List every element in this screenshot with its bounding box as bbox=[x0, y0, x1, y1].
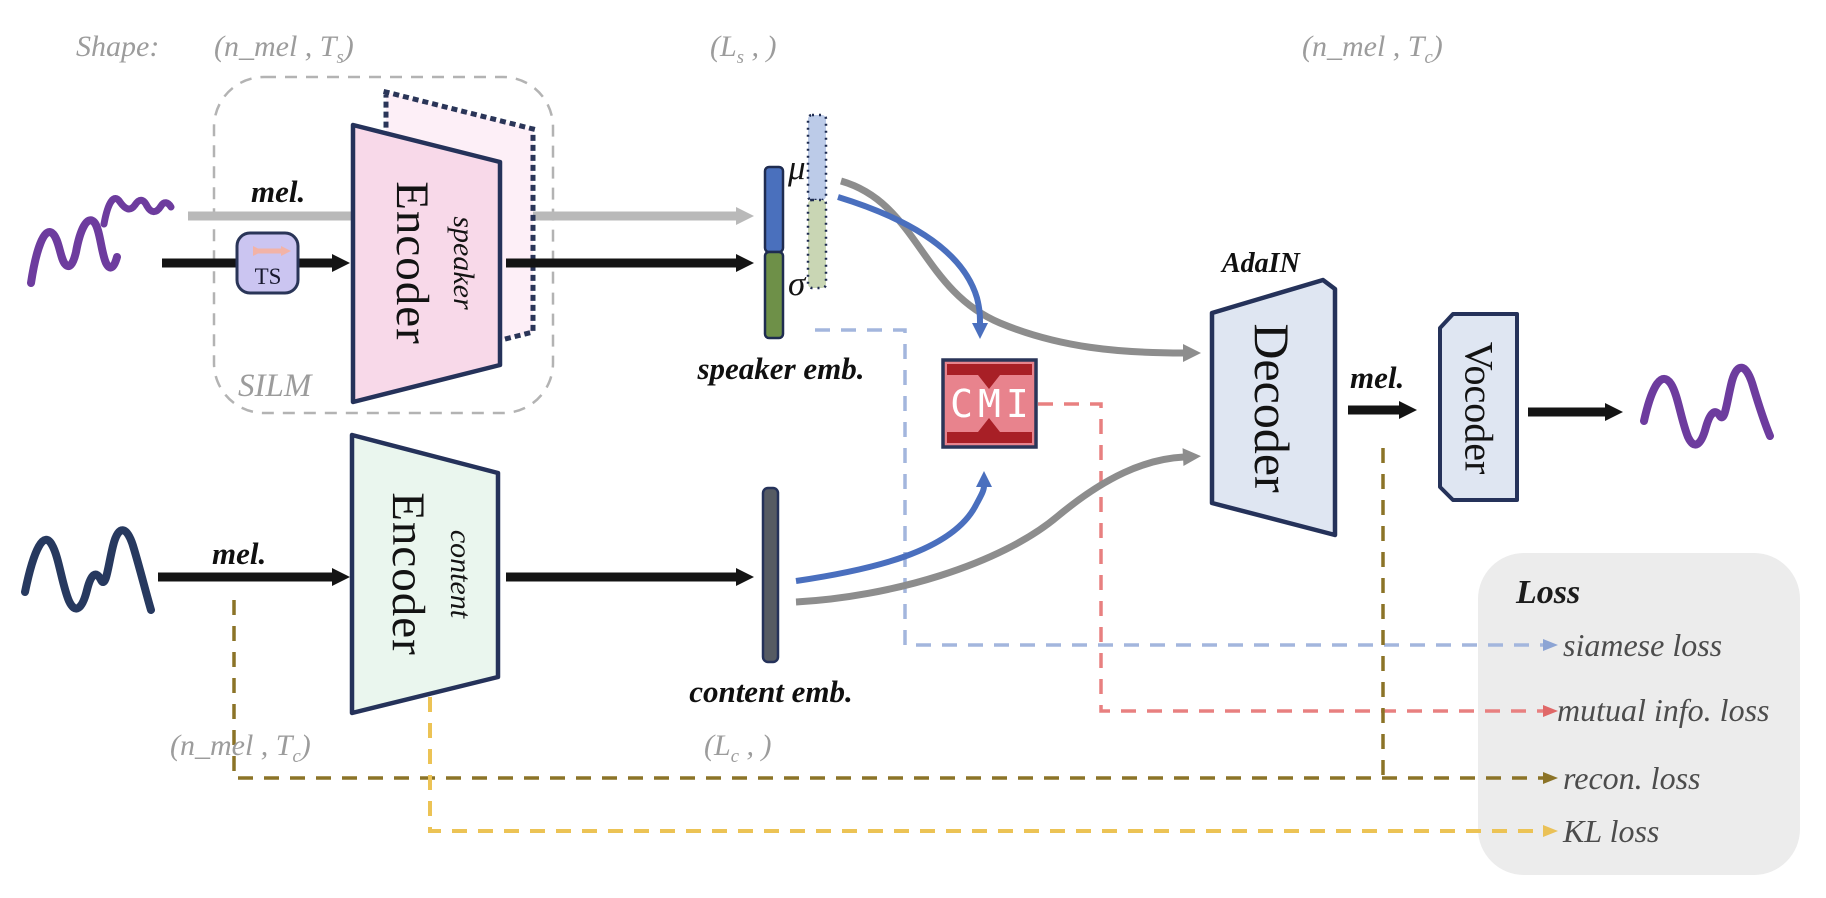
speaker-input-shape-label: (n_mel , Ts) bbox=[214, 30, 354, 68]
speaker-emb-label: speaker emb. bbox=[697, 351, 865, 386]
sigma-label: σ bbox=[788, 264, 806, 303]
legend-item-mutual-info: mutual info. loss bbox=[1557, 692, 1770, 728]
content-encoder-subtitle: content bbox=[444, 529, 477, 619]
content-waveform bbox=[21, 526, 155, 614]
sigma-bar-ghost bbox=[806, 198, 828, 290]
content-embedding-bar bbox=[761, 486, 780, 664]
vocoder-title: Vocoder bbox=[1456, 341, 1502, 475]
output-waveform bbox=[1640, 363, 1774, 449]
speaker-emb-to-cmi-curve bbox=[837, 194, 988, 339]
content-emb-label: content emb. bbox=[689, 674, 853, 709]
content-encoder-title: Encoder bbox=[382, 492, 434, 656]
speaker-encoder-subtitle: speaker bbox=[447, 216, 480, 310]
sigma-bar bbox=[763, 250, 785, 340]
kl-loss-path bbox=[428, 697, 1558, 837]
mu-bar bbox=[763, 165, 785, 254]
legend-item-siamese: siamese loss bbox=[1563, 627, 1723, 663]
content-emb-to-decoder-curve bbox=[795, 448, 1201, 606]
adain-label: AdaIN bbox=[1222, 248, 1300, 279]
cmi-label: CMI bbox=[950, 382, 1034, 426]
output-shape-label: (n_mel , Tc) bbox=[1302, 30, 1443, 68]
mu-label: μ bbox=[788, 148, 806, 187]
mu-bar-ghost bbox=[806, 113, 828, 202]
siamese-loss-path bbox=[815, 328, 1558, 651]
silm-box bbox=[212, 75, 555, 415]
content-input-shape-label: (n_mel , Tc) bbox=[170, 729, 311, 767]
content-emb-to-cmi-curve bbox=[795, 471, 992, 584]
speaker-emb-to-decoder-curve bbox=[840, 177, 1201, 362]
speaker-mel-label: mel. bbox=[251, 174, 306, 209]
content-emb-shape-label: (Lc , ) bbox=[704, 729, 772, 767]
legend-item-kl: KL loss bbox=[1563, 813, 1660, 849]
shape-row-label: Shape: bbox=[76, 30, 160, 63]
legend-item-recon: recon. loss bbox=[1563, 760, 1701, 796]
ts-label: TS bbox=[254, 264, 282, 289]
decoder-mel-label: mel. bbox=[1350, 360, 1405, 395]
speaker-encoder-title: Encoder bbox=[386, 181, 438, 345]
silm-label: SILM bbox=[238, 368, 312, 404]
source-waveform-small bbox=[100, 195, 175, 228]
speaker-emb-shape-label: (Ls , ) bbox=[710, 30, 777, 68]
content-mel-label: mel. bbox=[212, 536, 267, 571]
legend-title: Loss bbox=[1516, 574, 1581, 611]
source-waveform bbox=[27, 216, 121, 287]
decoder-title: Decoder bbox=[1244, 323, 1300, 493]
